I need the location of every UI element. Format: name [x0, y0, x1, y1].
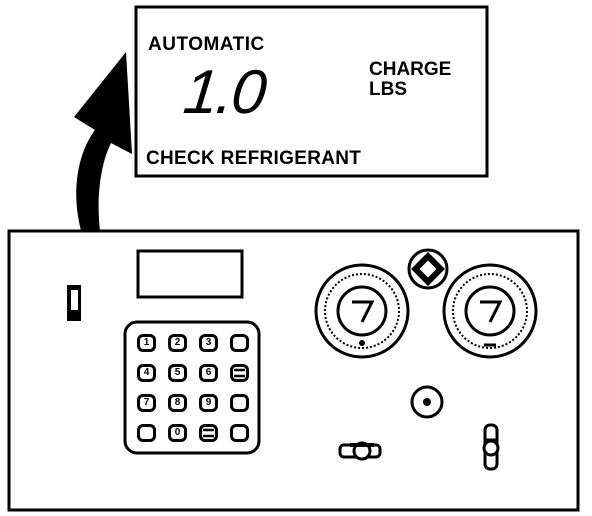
keypad-key[interactable]: 9 — [199, 394, 218, 412]
keypad-key[interactable] — [230, 334, 249, 352]
right-pressure-gauge — [442, 263, 538, 359]
display-callout-frame — [134, 5, 489, 178]
keypad-key[interactable] — [230, 424, 249, 442]
keypad-key[interactable]: 2 — [168, 334, 187, 352]
display-unit-line2: LBS — [369, 79, 407, 100]
panel-display-window — [136, 249, 244, 299]
keypad-key[interactable] — [230, 394, 249, 412]
display-mode-label: AUTOMATIC — [148, 34, 265, 55]
keypad-key[interactable]: 4 — [137, 364, 156, 382]
display-reading: 1.0 — [180, 58, 268, 127]
left-pressure-gauge — [314, 263, 410, 359]
display-unit-line1: CHARGE — [369, 59, 452, 80]
keypad-key-double-line[interactable] — [230, 364, 249, 382]
keypad-key[interactable]: 1 — [137, 334, 156, 352]
round-push-button[interactable] — [410, 385, 444, 419]
keypad-key[interactable]: 7 — [137, 394, 156, 412]
vertical-valve-handle[interactable] — [482, 423, 500, 471]
keypad-housing — [123, 320, 261, 455]
keypad-key[interactable]: 5 — [168, 364, 187, 382]
keypad-key[interactable]: 3 — [199, 334, 218, 352]
display-message: CHECK REFRIGERANT — [146, 148, 362, 169]
keypad-key[interactable]: 0 — [168, 424, 187, 442]
keypad-key[interactable] — [137, 424, 156, 442]
keypad-key[interactable]: 8 — [168, 394, 187, 412]
keypad-key-double-line[interactable] — [199, 424, 218, 442]
keypad-key[interactable]: 6 — [199, 364, 218, 382]
power-switch[interactable] — [67, 285, 81, 321]
horizontal-valve-handle[interactable] — [338, 441, 382, 461]
center-valve-knob[interactable] — [407, 248, 449, 290]
